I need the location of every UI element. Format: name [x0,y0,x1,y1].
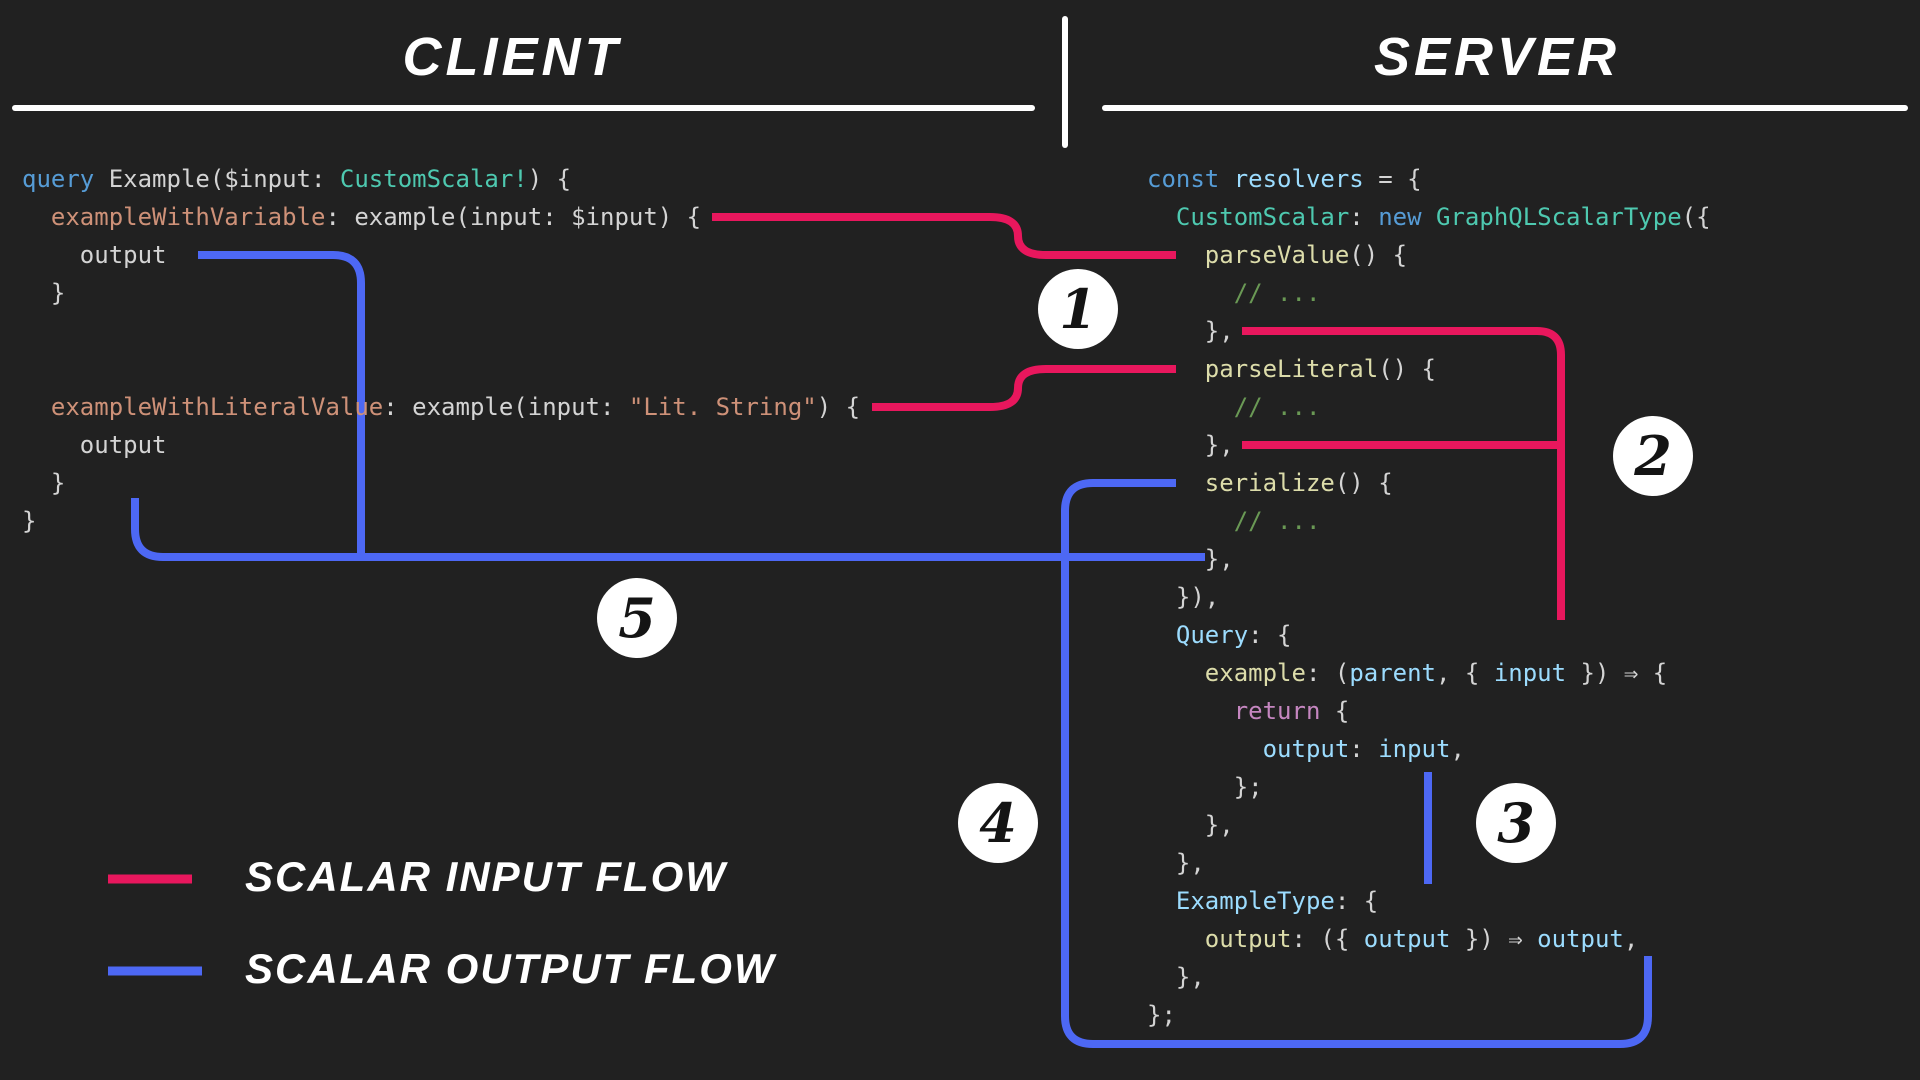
step-4-badge: 4 [958,783,1038,863]
client-header-rule [12,105,1035,111]
client-header: CLIENT [402,27,622,87]
step-2-badge: 2 [1613,416,1693,496]
step-1-badge: 1 [1038,269,1118,349]
step-5-badge: 5 [597,578,677,658]
client-query-code: query Example($input: CustomScalar!) { e… [22,165,861,535]
legend-output-label: SCALAR OUTPUT FLOW [245,945,776,992]
server-header: SERVER [1373,27,1621,87]
scalar-input-arrow-literal-to-parseliteral [872,365,1176,411]
server-header-rule [1102,105,1908,111]
server-resolvers-code: const resolvers = { CustomScalar: new Gr… [1147,165,1711,1029]
scalar-output-arrow-serialize-to-client [131,498,1205,561]
column-divider [1062,16,1068,148]
scalar-output-branch-first-output [198,251,365,557]
scalar-output-arrow-field-to-serialize [1061,479,1652,1048]
legend-input-label: SCALAR INPUT FLOW [245,853,727,900]
scalar-input-arrow-parsed-to-resolver [1242,327,1565,620]
step-3-badge: 3 [1476,783,1556,863]
scalar-input-arrow-variable-to-parsevalue [712,213,1176,259]
